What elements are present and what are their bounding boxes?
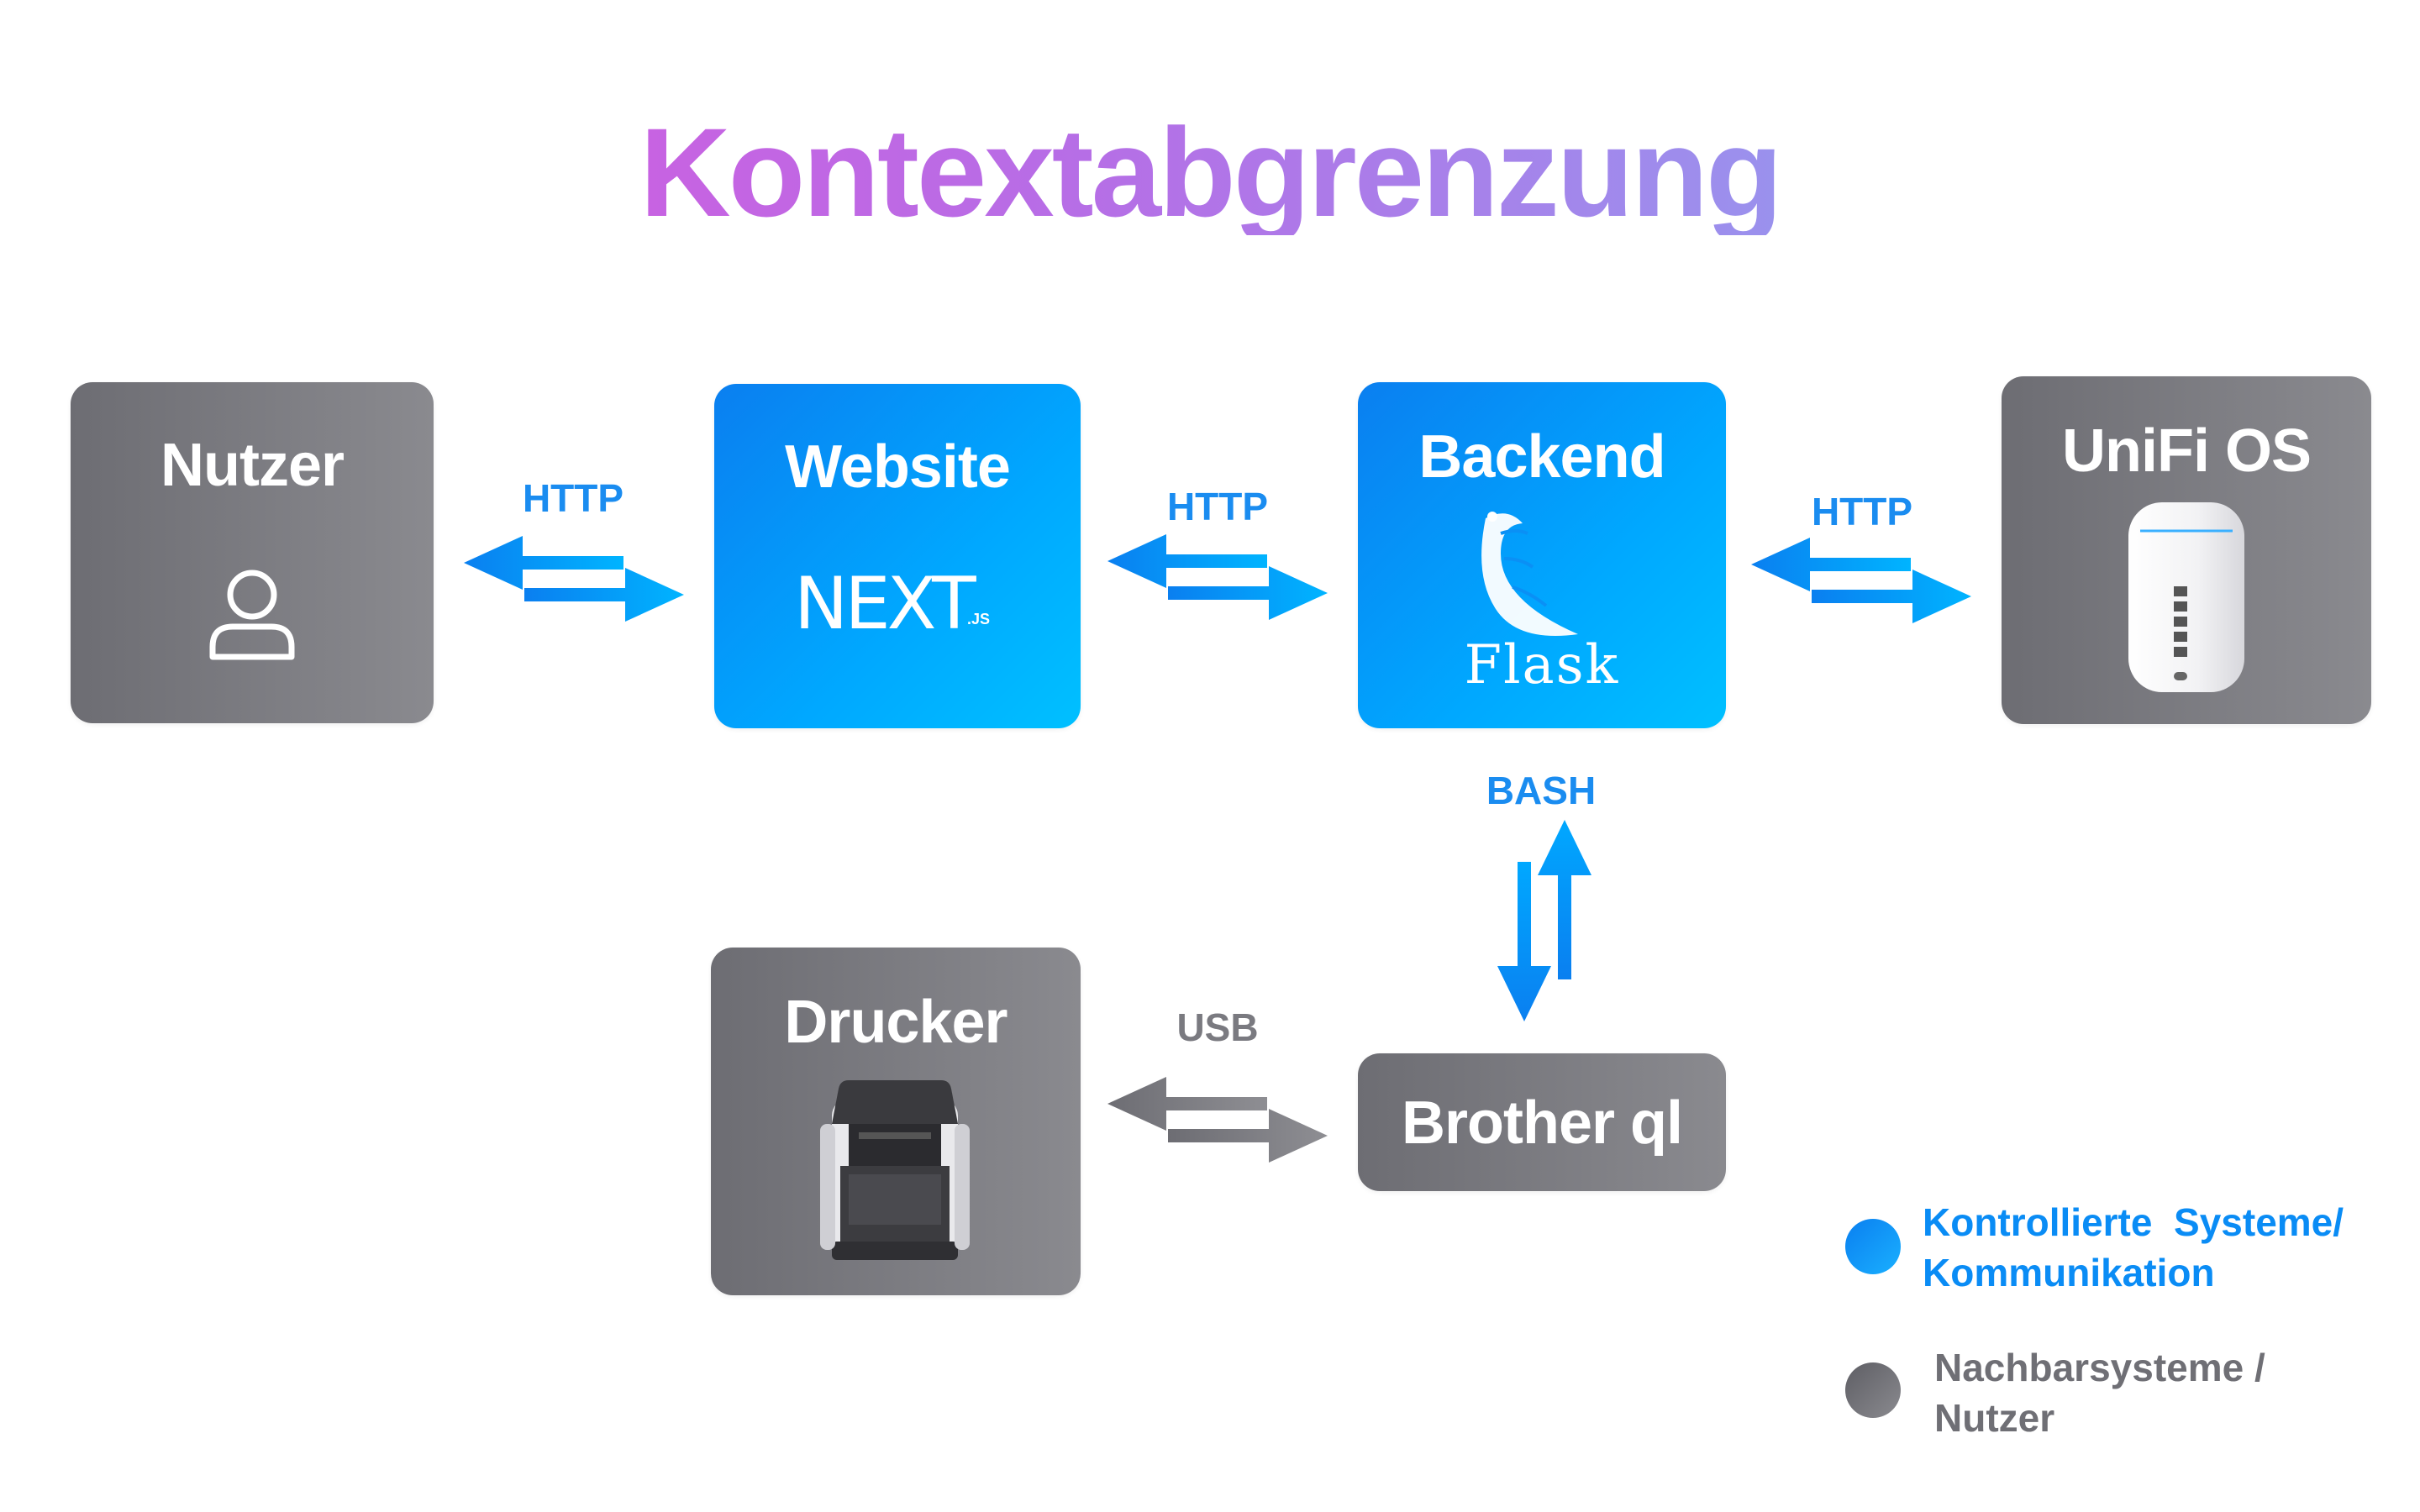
- nextjs-logo: NEXT .JS: [794, 562, 1004, 646]
- http-label-1: HTTP: [522, 476, 624, 520]
- legend-neighbor-text: Nachbarsysteme / Nutzer: [1934, 1342, 2265, 1443]
- flask-horn-icon: [1481, 512, 1578, 636]
- website-label: Website: [785, 433, 1011, 501]
- nutzer-label: Nutzer: [160, 432, 345, 499]
- legend-controlled-text: Kontrollierte Systeme/ Kommunikation: [1923, 1197, 2344, 1298]
- usb-arrow: [1107, 1077, 1328, 1163]
- legend-controlled-dot: [1845, 1219, 1901, 1274]
- nextjs-logo-sub: .JS: [967, 611, 991, 627]
- nutzer-box: Nutzer: [71, 382, 434, 723]
- http-arrow-backend-unifi: [1751, 538, 1971, 623]
- http-label-2: HTTP: [1166, 485, 1269, 528]
- nextjs-logo-text: NEXT: [794, 562, 976, 646]
- bash-label: BASH: [1486, 769, 1597, 812]
- legend-neighbor-dot: [1845, 1362, 1901, 1418]
- page-title: Kontextabgrenzung: [0, 109, 2420, 235]
- brother-box: Brother ql: [1358, 1053, 1726, 1191]
- legend-neighbor-line1: Nachbarsysteme /: [1934, 1346, 2265, 1389]
- flask-logo-text: Flask: [1464, 634, 1620, 696]
- person-icon: [209, 570, 295, 660]
- legend-controlled-line1: Kontrollierte Systeme/: [1923, 1200, 2344, 1244]
- drucker-label: Drucker: [784, 989, 1007, 1056]
- http-label-3: HTTP: [1811, 490, 1913, 533]
- backend-label: Backend: [1418, 423, 1665, 491]
- usb-label: USB: [1176, 1005, 1259, 1049]
- drucker-box: Drucker: [711, 948, 1081, 1295]
- brother-label: Brother ql: [1401, 1089, 1683, 1157]
- http-arrow-nutzer-website: [464, 536, 684, 622]
- legend-neighbor-line2: Nutzer: [1934, 1396, 2055, 1440]
- legend-controlled-line2: Kommunikation: [1923, 1251, 2215, 1294]
- website-box: Website NEXT .JS: [714, 384, 1081, 728]
- unifi-box: UniFi OS: [2002, 376, 2371, 724]
- unifi-label: UniFi OS: [2062, 417, 2312, 485]
- bash-arrow: [1497, 820, 1591, 1021]
- backend-box: Backend Flask: [1358, 382, 1726, 728]
- http-arrow-website-backend: [1107, 534, 1328, 620]
- label-printer-icon: [820, 1080, 970, 1260]
- unifi-router-icon: [2128, 502, 2244, 692]
